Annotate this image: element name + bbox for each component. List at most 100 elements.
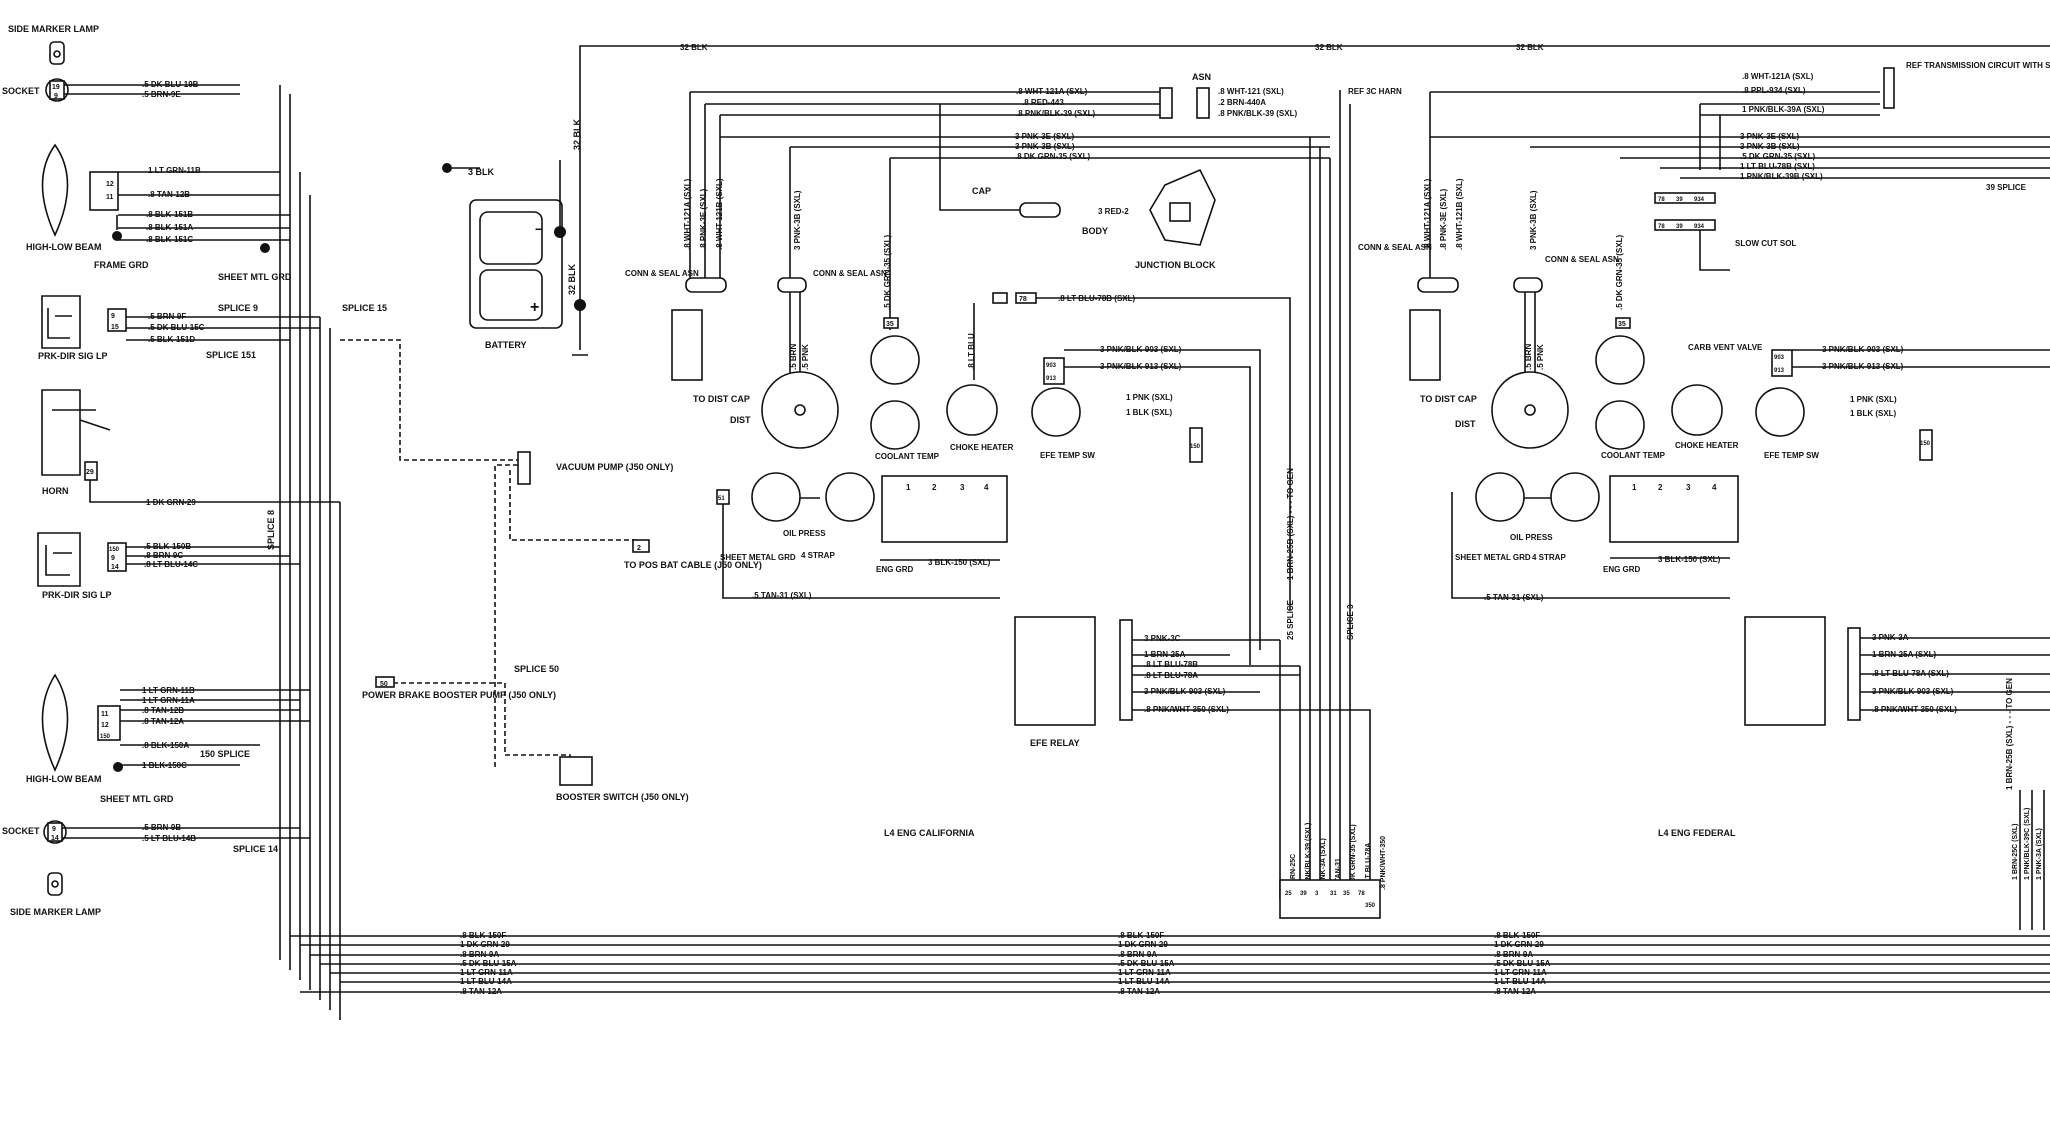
svg-text:1 LT BLU-14A: 1 LT BLU-14A [460,977,512,986]
svg-text:.5 BRN-9F: .5 BRN-9F [148,312,186,321]
svg-text:.8 BLK-150F: .8 BLK-150F [1494,931,1540,940]
coolant-sensor-icon [870,335,920,385]
svg-text:31: 31 [1330,891,1337,897]
conn-seal-asn-2-label: CONN & SEAL ASN [813,269,887,278]
socket-bottom-label: SOCKET [2,826,40,836]
dist-label: DIST [1455,419,1476,429]
svg-text:1 BRN-25C (SXL): 1 BRN-25C (SXL) [2012,824,2019,880]
svg-text:25: 25 [1285,891,1292,897]
ground-icon [112,231,122,241]
splice-8-label: SPLICE 8 [266,510,276,550]
svg-text:9: 9 [111,555,115,562]
federal-engine-section: L4 ENG FEDERAL .8 WHT-121A (SXL) .8 PPL-… [1358,61,2050,930]
bottom-harness-bus: .8 BLK-150F 1 DK GRN-29 .8 BRN-9A .5 DK … [290,931,2050,996]
svg-text:.8 TAN-12B: .8 TAN-12B [148,190,190,199]
svg-text:3 PNK/BLK-903 (SXL): 3 PNK/BLK-903 (SXL) [1100,345,1182,354]
svg-text:.5 DK GRN-35 (SXL): .5 DK GRN-35 (SXL) [1615,235,1624,310]
svg-text:1 BLK (SXL): 1 BLK (SXL) [1850,409,1897,418]
horn-label: HORN [42,486,69,496]
oil-temp-sensor-icon [825,472,875,522]
battery-section: − + BATTERY 3 BLK 32 BLK 32 BLK [442,45,2050,356]
conn-seal-asn-2-label: CONN & SEAL ASN [1545,255,1619,264]
svg-text:1 DK GRN-29: 1 DK GRN-29 [146,498,196,507]
svg-text:.8 LT BLU-78A: .8 LT BLU-78A [1144,671,1198,680]
distributor-icon [671,309,839,449]
svg-text:3 PNK/BLK-903 (SXL): 3 PNK/BLK-903 (SXL) [1822,345,1904,354]
efe-relay-icon [1014,616,1096,726]
svg-text:3 RED-2: 3 RED-2 [1098,207,1129,216]
high-low-beam-bottom-label: HIGH-LOW BEAM [26,774,102,784]
svg-text:32 BLK: 32 BLK [1516,43,1544,52]
svg-text:.8 TAN-12A: .8 TAN-12A [142,717,184,726]
ground-icon [260,243,270,253]
svg-text:14: 14 [111,564,119,571]
svg-text:1 PNK (SXL): 1 PNK (SXL) [1126,393,1173,402]
high-low-beam-top-label: HIGH-LOW BEAM [26,242,102,252]
coolant-temp-label: COOLANT TEMP [1601,451,1666,460]
svg-text:39: 39 [1300,891,1307,897]
svg-text:4 STRAP: 4 STRAP [1532,553,1566,562]
svg-text:.5 LT BLU-14B: .5 LT BLU-14B [142,834,196,843]
svg-text:.8 LT BLU: .8 LT BLU [967,333,976,370]
svg-text:39: 39 [1676,224,1683,230]
svg-text:1 BRN-25B (SXL) - - - TO GEN: 1 BRN-25B (SXL) - - - TO GEN [1286,468,1295,580]
svg-text:150: 150 [1920,441,1931,447]
svg-text:1 BRN-25C: 1 BRN-25C [1290,854,1297,890]
svg-text:19: 19 [52,84,60,91]
left-lamp-section: SIDE MARKER LAMP SOCKET 19 9 .5 DK BLU-1… [2,24,520,1020]
svg-text:.8 WHT-121A (SXL): .8 WHT-121A (SXL) [683,178,692,250]
svg-text:.5 BLK-150B: .5 BLK-150B [144,542,191,551]
efe-temp-sw-label: EFE TEMP SW [1040,451,1095,460]
svg-text:.8 BRN-9C: .8 BRN-9C [144,551,183,560]
svg-text:1 LT BLU-14A: 1 LT BLU-14A [1118,977,1170,986]
sheet-metal-grd-label: SHEET METAL GRD [1455,553,1531,562]
svg-text:11: 11 [101,711,109,718]
svg-text:1: 1 [1632,483,1637,492]
svg-text:.5 BRN-9B: .5 BRN-9B [142,823,181,832]
svg-text:.8 PNK/WHT-350: .8 PNK/WHT-350 [1380,836,1387,890]
socket-top-connector: 19 9 [45,78,69,102]
california-title: L4 ENG CALIFORNIA [884,828,975,838]
svg-text:4 STRAP: 4 STRAP [801,551,835,560]
svg-text:.5 TAN-31 (SXL): .5 TAN-31 (SXL) [752,591,812,600]
svg-text:1 DK GRN-29: 1 DK GRN-29 [460,940,510,949]
svg-text:2: 2 [1658,483,1663,492]
svg-text:3 PNK/BLK-913 (SXL): 3 PNK/BLK-913 (SXL) [1100,362,1182,371]
svg-text:.8 BRN-9A: .8 BRN-9A [460,950,499,959]
svg-text:3 PNK-3A: 3 PNK-3A [1872,633,1909,642]
svg-text:350: 350 [1365,903,1376,909]
vacuum-booster-section: VACUUM PUMP (J50 ONLY) 2 TO POS BAT CABL… [362,451,762,802]
svg-text:.8 BLK-151A: .8 BLK-151A [146,223,193,232]
dist-label: DIST [730,415,751,425]
svg-text:.5 TAN-31 (SXL): .5 TAN-31 (SXL) [1484,593,1544,602]
choke-heater-label: CHOKE HEATER [1675,441,1739,450]
svg-text:.8 PNK/BLK-39 (SXL): .8 PNK/BLK-39 (SXL) [1016,109,1095,118]
svg-text:11: 11 [106,194,114,201]
svg-text:3 PNK/BLK-39 (SXL): 3 PNK/BLK-39 (SXL) [1305,823,1312,890]
svg-text:.8 WHT-121A (SXL): .8 WHT-121A (SXL) [1423,178,1432,250]
svg-text:39 SPLICE: 39 SPLICE [1986,183,2027,192]
horn-component: 29 [41,389,111,481]
svg-text:3: 3 [960,483,965,492]
svg-text:4: 4 [1712,483,1717,492]
svg-text:.5 DK GRN-35 (SXL): .5 DK GRN-35 (SXL) [1350,824,1357,890]
svg-text:.8 PNK/WHT-350 (SXL): .8 PNK/WHT-350 (SXL) [1872,705,1957,714]
svg-text:35: 35 [1618,321,1626,328]
svg-text:903: 903 [1046,363,1057,369]
svg-text:.5 PNK: .5 PNK [801,344,810,370]
svg-text:1 LT BLU-78B (SXL): 1 LT BLU-78B (SXL) [1740,162,1815,171]
svg-text:.5 BLK-151D: .5 BLK-151D [148,335,195,344]
splice-151-label: SPLICE 151 [206,350,256,360]
efe-relay-icon [1744,616,1826,726]
high-low-beam-top-lamp: 12 11 [41,143,119,237]
svg-text:51: 51 [718,496,725,502]
svg-text:.8 LT BLU-78B: .8 LT BLU-78B [1144,660,1198,669]
svg-text:12: 12 [101,722,109,729]
splice-50-label: SPLICE 50 [514,664,559,674]
prk-dir-sig-lamp-bottom: 150 9 14 [37,532,127,587]
svg-text:.8 BLK-151C: .8 BLK-151C [146,235,193,244]
oil-press-label: OIL PRESS [1510,533,1553,542]
svg-text:−: − [535,221,543,237]
svg-text:1 DK GRN-29: 1 DK GRN-29 [1494,940,1544,949]
svg-text:913: 913 [1774,368,1785,374]
